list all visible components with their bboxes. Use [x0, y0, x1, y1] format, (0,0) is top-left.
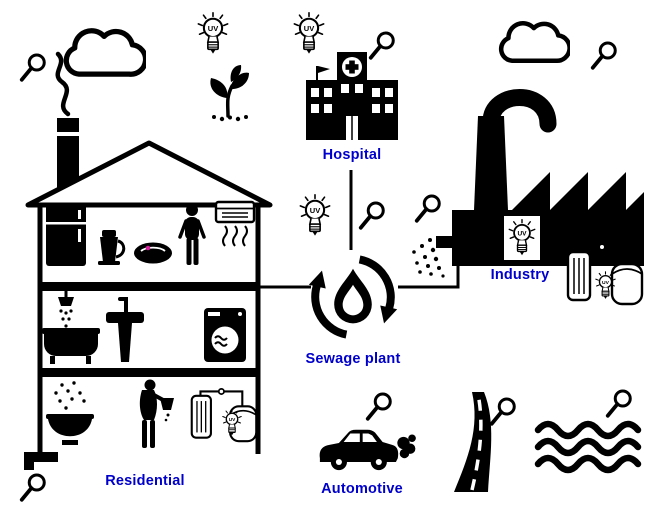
cloud-icon — [501, 23, 569, 61]
factory-smoke-pipe — [482, 89, 557, 133]
factory-sawtooth-roof — [512, 172, 644, 210]
air-conditioner-icon — [214, 200, 256, 247]
magnifier-icon — [365, 392, 393, 421]
magnifier-icon — [358, 201, 386, 230]
person-pouring-icon — [139, 379, 174, 448]
water-spray-icon — [412, 238, 445, 278]
residential-house — [24, 51, 273, 470]
bathtub-shower-icon — [42, 291, 100, 364]
factory-icon — [436, 89, 644, 266]
label-automotive: Automotive — [321, 481, 403, 497]
hospital-building-icon — [306, 52, 398, 140]
vacuum-light — [145, 245, 151, 251]
magnifier-icon — [368, 31, 396, 60]
uv-lamp-icon — [299, 194, 331, 237]
label-industry: Industry — [490, 267, 550, 283]
sink-icon — [106, 297, 144, 362]
sewage-plant-icon — [309, 259, 397, 334]
kettle-icon — [98, 230, 126, 265]
person-standing-icon — [178, 204, 206, 265]
steaming-bowl-icon — [46, 381, 94, 445]
magnifier-icon — [414, 194, 442, 223]
label-hospital: Hospital — [322, 147, 382, 163]
chimney-smoke-icon — [55, 51, 71, 117]
floor-divider — [38, 282, 260, 291]
car-icon — [319, 429, 416, 471]
house-roof — [25, 140, 273, 208]
magnifier-icon — [19, 53, 47, 82]
label-sewage-plant: Sewage plant — [305, 351, 401, 367]
floor-divider — [38, 368, 260, 377]
factory-discharge-pipe — [436, 236, 454, 248]
magnifier-icon — [489, 397, 517, 426]
washing-machine-icon — [204, 308, 246, 362]
road-icon — [454, 392, 492, 492]
exhaust-smoke-icon — [397, 434, 416, 459]
water-filter-icon — [190, 387, 258, 443]
fridge-icon — [46, 204, 86, 266]
plant-icon — [210, 65, 249, 122]
magnifier-icon — [590, 41, 618, 70]
house-drain-pipe — [24, 452, 58, 462]
uv-lamp-icon — [293, 12, 325, 55]
uv-lamp-icon — [197, 12, 229, 55]
magnifier-icon — [19, 473, 47, 502]
magnifier-icon — [605, 389, 633, 418]
cloud-icon — [66, 31, 145, 74]
waves-icon — [534, 420, 642, 474]
factory-chimney — [474, 116, 508, 210]
line-sewage-to-industry — [398, 250, 460, 289]
label-residential: Residential — [105, 473, 185, 489]
robot-vacuum-icon — [134, 242, 172, 264]
connector-lines — [258, 170, 460, 289]
